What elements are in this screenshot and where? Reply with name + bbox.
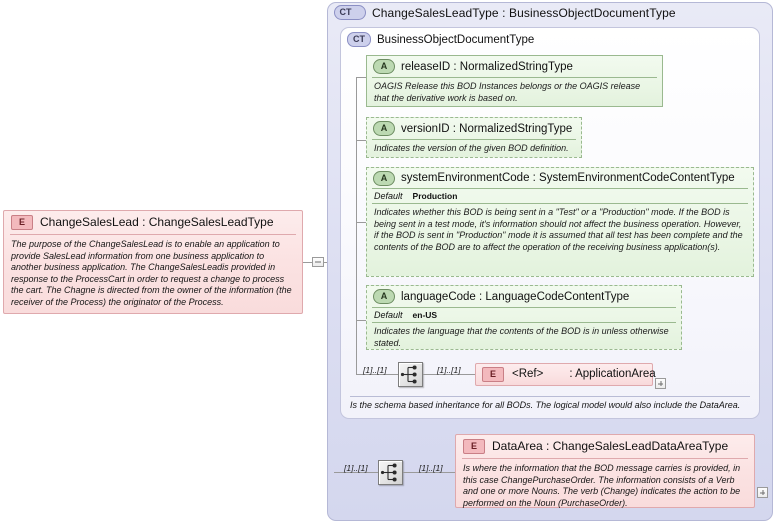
divider bbox=[372, 77, 657, 78]
plus-expand-icon-applicationarea[interactable] bbox=[655, 378, 666, 389]
attribute-title: languageCode : LanguageCodeContentType bbox=[401, 290, 630, 303]
attribute-documentation: Indicates whether this BOD is being sent… bbox=[374, 207, 743, 252]
attribute-title: releaseID : NormalizedStringType bbox=[401, 60, 573, 73]
element-title: DataArea : ChangeSalesLeadDataAreaType bbox=[492, 439, 729, 454]
complextype-expanded-icon[interactable]: CT bbox=[334, 5, 366, 21]
attribute-connector-spine bbox=[356, 77, 357, 374]
default-value: Production bbox=[412, 191, 458, 201]
connector-seq1-left bbox=[356, 374, 398, 375]
root-element-box[interactable]: E ChangeSalesLead : ChangeSalesLeadType T… bbox=[3, 210, 303, 314]
divider bbox=[372, 322, 676, 323]
attribute-documentation: Indicates the language that the contents… bbox=[374, 326, 669, 348]
attribute-title: versionID : NormalizedStringType bbox=[401, 122, 573, 135]
element-header: E DataArea : ChangeSalesLeadDataAreaType bbox=[456, 435, 754, 458]
cardinality-seq1-left: [1]..[1] bbox=[363, 365, 387, 375]
sequence-icon[interactable] bbox=[378, 460, 403, 485]
complextype-inner-header: CT BusinessObjectDocumentType bbox=[347, 32, 534, 47]
default-label: Default bbox=[374, 191, 403, 201]
connector-root-to-collapse bbox=[303, 262, 312, 263]
minus-collapse-icon[interactable] bbox=[312, 257, 324, 267]
element-icon: E bbox=[482, 366, 504, 382]
attribute-icon: A bbox=[373, 289, 395, 304]
attribute-documentation: Indicates the version of the given BOD d… bbox=[374, 143, 569, 153]
complextype-outer-title: ChangeSalesLeadType : BusinessObjectDocu… bbox=[372, 5, 676, 20]
cardinality-seq2-right: [1]..[1] bbox=[419, 463, 443, 473]
attribute-documentation: OAGIS Release this BOD Instances belongs… bbox=[374, 81, 641, 103]
divider bbox=[10, 234, 296, 236]
divider bbox=[372, 188, 748, 189]
connector-seq2-right bbox=[403, 472, 455, 473]
root-element-header: E ChangeSalesLead : ChangeSalesLeadType bbox=[4, 211, 302, 234]
complextype-inner-documentation: Is the schema based inheritance for all … bbox=[350, 400, 741, 410]
connector-seq2-left bbox=[334, 472, 378, 473]
attribute-title: systemEnvironmentCode : SystemEnvironmen… bbox=[401, 172, 735, 184]
connector-releaseid bbox=[356, 77, 366, 78]
sequence-icon[interactable] bbox=[398, 362, 423, 387]
attribute-default-row: Default en-US bbox=[367, 308, 681, 322]
element-ref-name: <Ref> bbox=[512, 368, 544, 380]
divider bbox=[462, 458, 748, 460]
connector-versionid bbox=[356, 140, 366, 141]
root-element-title: ChangeSalesLead : ChangeSalesLeadType bbox=[40, 215, 274, 230]
divider bbox=[372, 203, 748, 204]
element-ref-applicationarea[interactable]: E <Ref> : ApplicationArea bbox=[475, 363, 656, 386]
cardinality-seq1-right: [1]..[1] bbox=[437, 365, 461, 375]
default-label: Default bbox=[374, 310, 403, 320]
attribute-icon: A bbox=[373, 121, 395, 136]
sequence-glyph bbox=[380, 463, 397, 482]
connector-systemenvironmentcode bbox=[356, 222, 366, 223]
element-ref-type: : ApplicationArea bbox=[569, 368, 656, 380]
element-icon: E bbox=[11, 215, 33, 231]
default-value: en-US bbox=[412, 310, 438, 320]
element-icon: E bbox=[463, 439, 485, 455]
complextype-icon[interactable]: CT bbox=[347, 32, 371, 47]
plus-expand-icon-dataarea[interactable] bbox=[757, 487, 768, 498]
root-element-documentation: The purpose of the ChangeSalesLead is to… bbox=[11, 239, 292, 307]
connector-languagecode bbox=[356, 320, 366, 321]
connector-seq1-right bbox=[423, 374, 475, 375]
complextype-outer-header: CT ChangeSalesLeadType : BusinessObjectDo… bbox=[334, 5, 676, 21]
complextype-inner-title: BusinessObjectDocumentType bbox=[377, 33, 535, 46]
element-documentation: Is where the information that the BOD me… bbox=[463, 463, 741, 508]
sequence-glyph bbox=[400, 365, 417, 384]
divider bbox=[372, 307, 676, 308]
cardinality-seq2-left: [1]..[1] bbox=[344, 463, 368, 473]
attribute-default-row: Default Production bbox=[367, 189, 753, 203]
divider bbox=[372, 139, 576, 140]
element-ref-type-text: ApplicationArea bbox=[575, 368, 656, 380]
divider bbox=[350, 396, 750, 397]
attribute-icon: A bbox=[373, 171, 395, 186]
attribute-icon: A bbox=[373, 59, 395, 74]
